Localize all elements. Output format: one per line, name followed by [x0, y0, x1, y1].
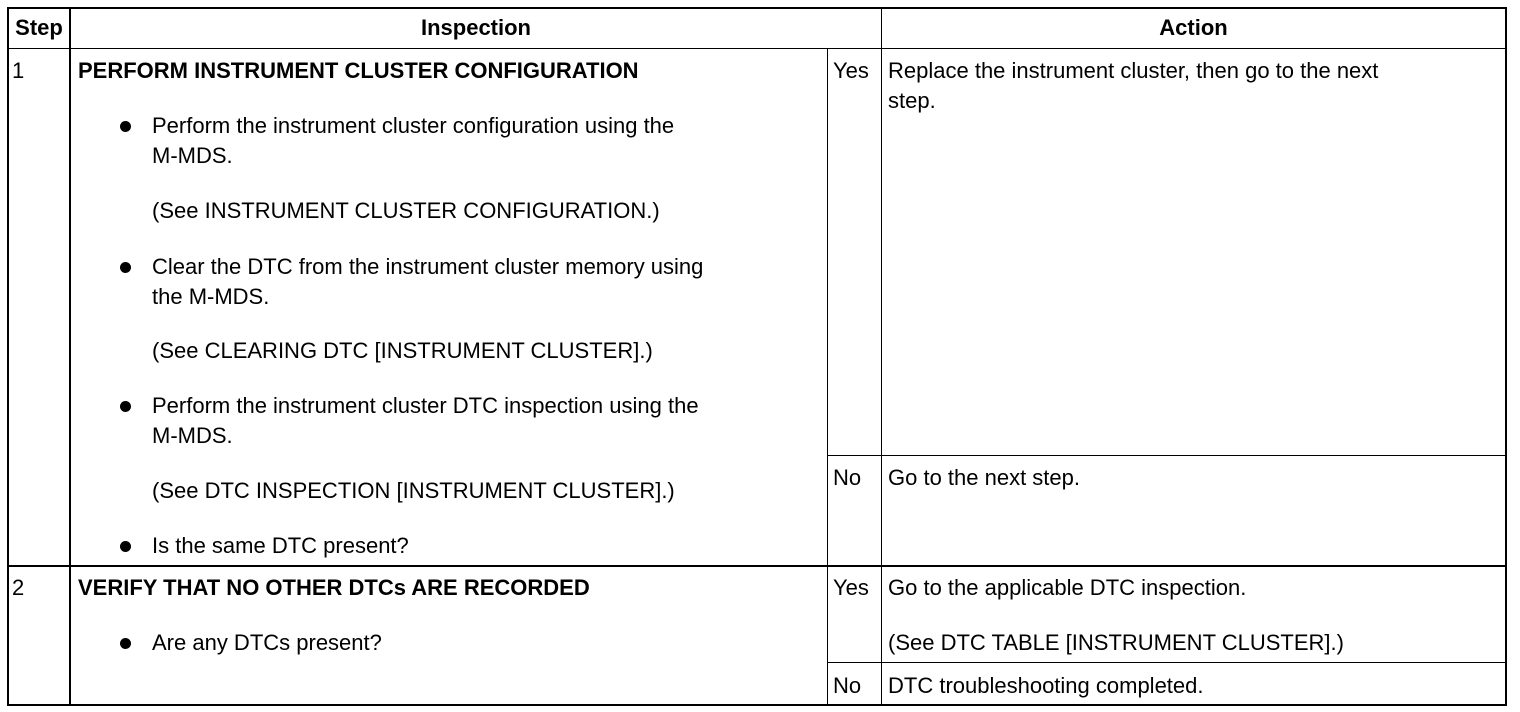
no-label-1: No	[833, 465, 862, 490]
yes-action-1-cont: step.	[888, 88, 936, 113]
step-number-2: 2	[12, 575, 25, 600]
no-label-2: No	[833, 673, 862, 698]
table-border-left	[7, 7, 9, 706]
bullet-text: Perform the instrument cluster configura…	[152, 113, 675, 138]
yes-action-1: Replace the instrument cluster, then go …	[888, 58, 1379, 83]
table-border-right	[1505, 7, 1507, 706]
bullet-icon	[120, 401, 131, 412]
row1-yes-no-divider	[827, 455, 1507, 456]
table-border-bottom	[7, 704, 1507, 706]
bullet-icon	[120, 541, 131, 552]
reference-text: (See INSTRUMENT CLUSTER CONFIGURATION.)	[152, 198, 660, 223]
header-inspection: Inspection	[420, 15, 531, 40]
step-title-2: VERIFY THAT NO OTHER DTCs ARE RECORDED	[78, 575, 590, 600]
yes-label-1: Yes	[833, 58, 869, 83]
bullet-text: Are any DTCs present?	[152, 630, 382, 655]
bullet-text: Perform the instrument cluster DTC inspe…	[152, 393, 699, 418]
yes-action-2: Go to the applicable DTC inspection.	[888, 575, 1247, 600]
bullet-text-cont: M-MDS.	[152, 143, 233, 168]
reference-text: (See DTC INSPECTION [INSTRUMENT CLUSTER]…	[152, 478, 675, 503]
bullet-text: Clear the DTC from the instrument cluste…	[152, 254, 704, 279]
yes-reference-2: (See DTC TABLE [INSTRUMENT CLUSTER].)	[888, 630, 1344, 655]
bullet-icon	[120, 262, 131, 273]
no-action-2: DTC troubleshooting completed.	[888, 673, 1204, 698]
bullet-text: Is the same DTC present?	[152, 533, 409, 558]
table-border-top	[7, 7, 1507, 9]
reference-text: (See CLEARING DTC [INSTRUMENT CLUSTER].)	[152, 338, 653, 363]
inspection-yesno-divider	[827, 48, 828, 706]
row2-yes-no-divider	[827, 662, 1507, 663]
header-step: Step	[15, 15, 63, 40]
bullet-icon	[120, 638, 131, 649]
header-divider	[7, 48, 1507, 49]
step-title-1: PERFORM INSTRUMENT CLUSTER CONFIGURATION	[78, 58, 639, 83]
header-action: Action	[1159, 15, 1228, 40]
no-action-1: Go to the next step.	[888, 465, 1081, 490]
bullet-icon	[120, 121, 131, 132]
yesno-action-divider	[881, 7, 882, 706]
yes-label-2: Yes	[833, 575, 869, 600]
row-divider	[7, 565, 1507, 567]
bullet-text-cont: M-MDS.	[152, 423, 233, 448]
bullet-text-cont: the M-MDS.	[152, 284, 270, 309]
step-column-divider	[69, 7, 71, 706]
step-number-1: 1	[12, 58, 25, 83]
